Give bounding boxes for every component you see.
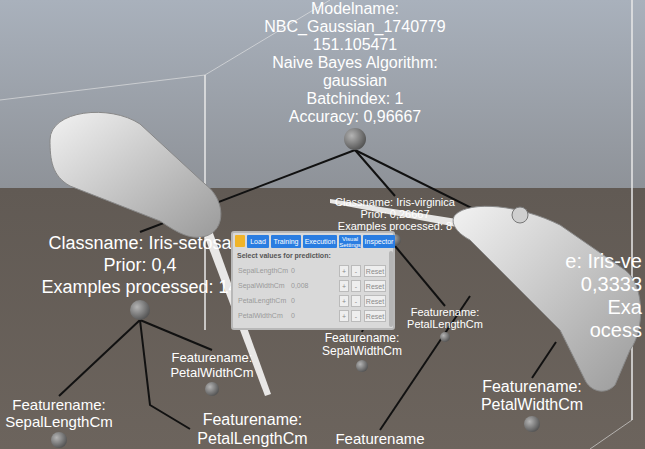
feature-node: Featurename: PetalLengthCm (401, 306, 489, 342)
reset-button: Reset (364, 280, 386, 292)
node-label: e: Iris-ve (565, 250, 642, 273)
minus-button: - (351, 295, 361, 307)
node-label: Featurename: PetalLengthCm (401, 306, 489, 330)
tab-button: Load (247, 235, 269, 248)
feature-node: Featurename: PetalLengthCm (190, 410, 315, 448)
node-label: Featurename: PetalWidthCm (474, 378, 590, 414)
panel-heading: Select values for prediction: (237, 252, 331, 260)
tree-connector (532, 342, 556, 378)
tree-connector (395, 246, 445, 306)
node-sphere (51, 432, 67, 448)
plus-button: + (339, 310, 349, 322)
tree-connector (140, 320, 212, 350)
reset-button: Reset (364, 265, 386, 277)
feature-node: Featurename (325, 430, 435, 447)
vr-controller (50, 112, 221, 237)
tree-connector (355, 150, 395, 196)
node-sphere (205, 382, 219, 396)
minus-button: - (351, 280, 361, 292)
node-label: 0,3333 (581, 273, 642, 296)
plus-button: + (339, 265, 349, 277)
feature-input-value: 0 (291, 312, 295, 320)
node-label: NBC_Gaussian_1740779 (264, 18, 445, 36)
node-label: Naive Bayes Algorithm: (272, 54, 437, 72)
node-label: Prior: 0,4 (103, 254, 176, 276)
node-label: Modelname: (311, 0, 399, 18)
node-sphere (130, 300, 150, 320)
tab-button: Execution (303, 235, 337, 248)
wireframe-line (0, 75, 205, 100)
node-label: ocess (590, 319, 642, 342)
feature-input-name: PetalWidthCm (238, 312, 283, 320)
node-sphere (440, 332, 450, 342)
node-label: Featurename: PetalWidthCm (164, 350, 260, 380)
node-label: Featurename: PetalLengthCm (190, 410, 315, 448)
controller-stick (512, 207, 528, 223)
feature-input-name: SepalWidthCm (238, 282, 285, 290)
node-label: gaussian (323, 72, 387, 90)
feature-input-name: PetalLengthCm (238, 297, 286, 305)
minus-button: - (351, 310, 361, 322)
node-label: Exa (608, 296, 642, 319)
feature-node: Featurename: SepalLengthCm (3, 396, 115, 448)
wireframe-line (631, 0, 633, 420)
wireframe-line (590, 420, 632, 449)
node-label: 151.105471 (313, 36, 398, 54)
feature-input-name: SepalLengthCm (238, 267, 288, 275)
node-label: Examples processed: 14 (41, 276, 238, 298)
tab-icon (235, 235, 245, 247)
ui-panel: LoadTrainingExecutionVisual SettingsInsp… (231, 231, 395, 330)
node-sphere (356, 360, 368, 372)
tab-button: Visual Settings (339, 235, 361, 248)
tab-button: Training (271, 235, 301, 248)
tree-connector (59, 320, 140, 396)
floor (0, 188, 645, 449)
node-sphere (344, 128, 366, 150)
feature-node: Featurename: PetalWidthCm (164, 350, 260, 396)
node-label: Prior: 0,26667 (360, 208, 429, 220)
feature-input-value: 0 (291, 267, 295, 275)
node-label: Accuracy: 0,96667 (289, 108, 422, 126)
class-node: Classname: Iris-setosaPrior: 0,4Examples… (32, 232, 248, 320)
node-label: Classname: Iris-setosa (48, 232, 231, 254)
feature-node: Featurename: PetalWidthCm (474, 378, 590, 432)
scrollbar (389, 251, 393, 327)
reset-button: Reset (364, 295, 386, 307)
minus-button: - (351, 265, 361, 277)
feature-input-value: 0 (291, 297, 295, 305)
node-label: Classname: Iris-virginica (335, 196, 455, 208)
node-label: Featurename: SepalWidthCm (317, 332, 407, 358)
plus-button: + (339, 280, 349, 292)
class-node: e: Iris-ve0,3333Exaocess (470, 250, 642, 342)
tab-button: Inspector (363, 235, 395, 248)
node-label: Batchindex: 1 (307, 90, 404, 108)
feature-node: Featurename: SepalWidthCm (317, 332, 407, 372)
node-sphere (524, 416, 540, 432)
feature-input-value: 0,008 (291, 282, 309, 290)
node-label: Featurename (335, 430, 424, 447)
node-label: Featurename: SepalLengthCm (3, 396, 115, 430)
reset-button: Reset (364, 310, 386, 322)
plus-button: + (339, 295, 349, 307)
model-node: Modelname:NBC_Gaussian_1740779151.105471… (225, 0, 485, 150)
